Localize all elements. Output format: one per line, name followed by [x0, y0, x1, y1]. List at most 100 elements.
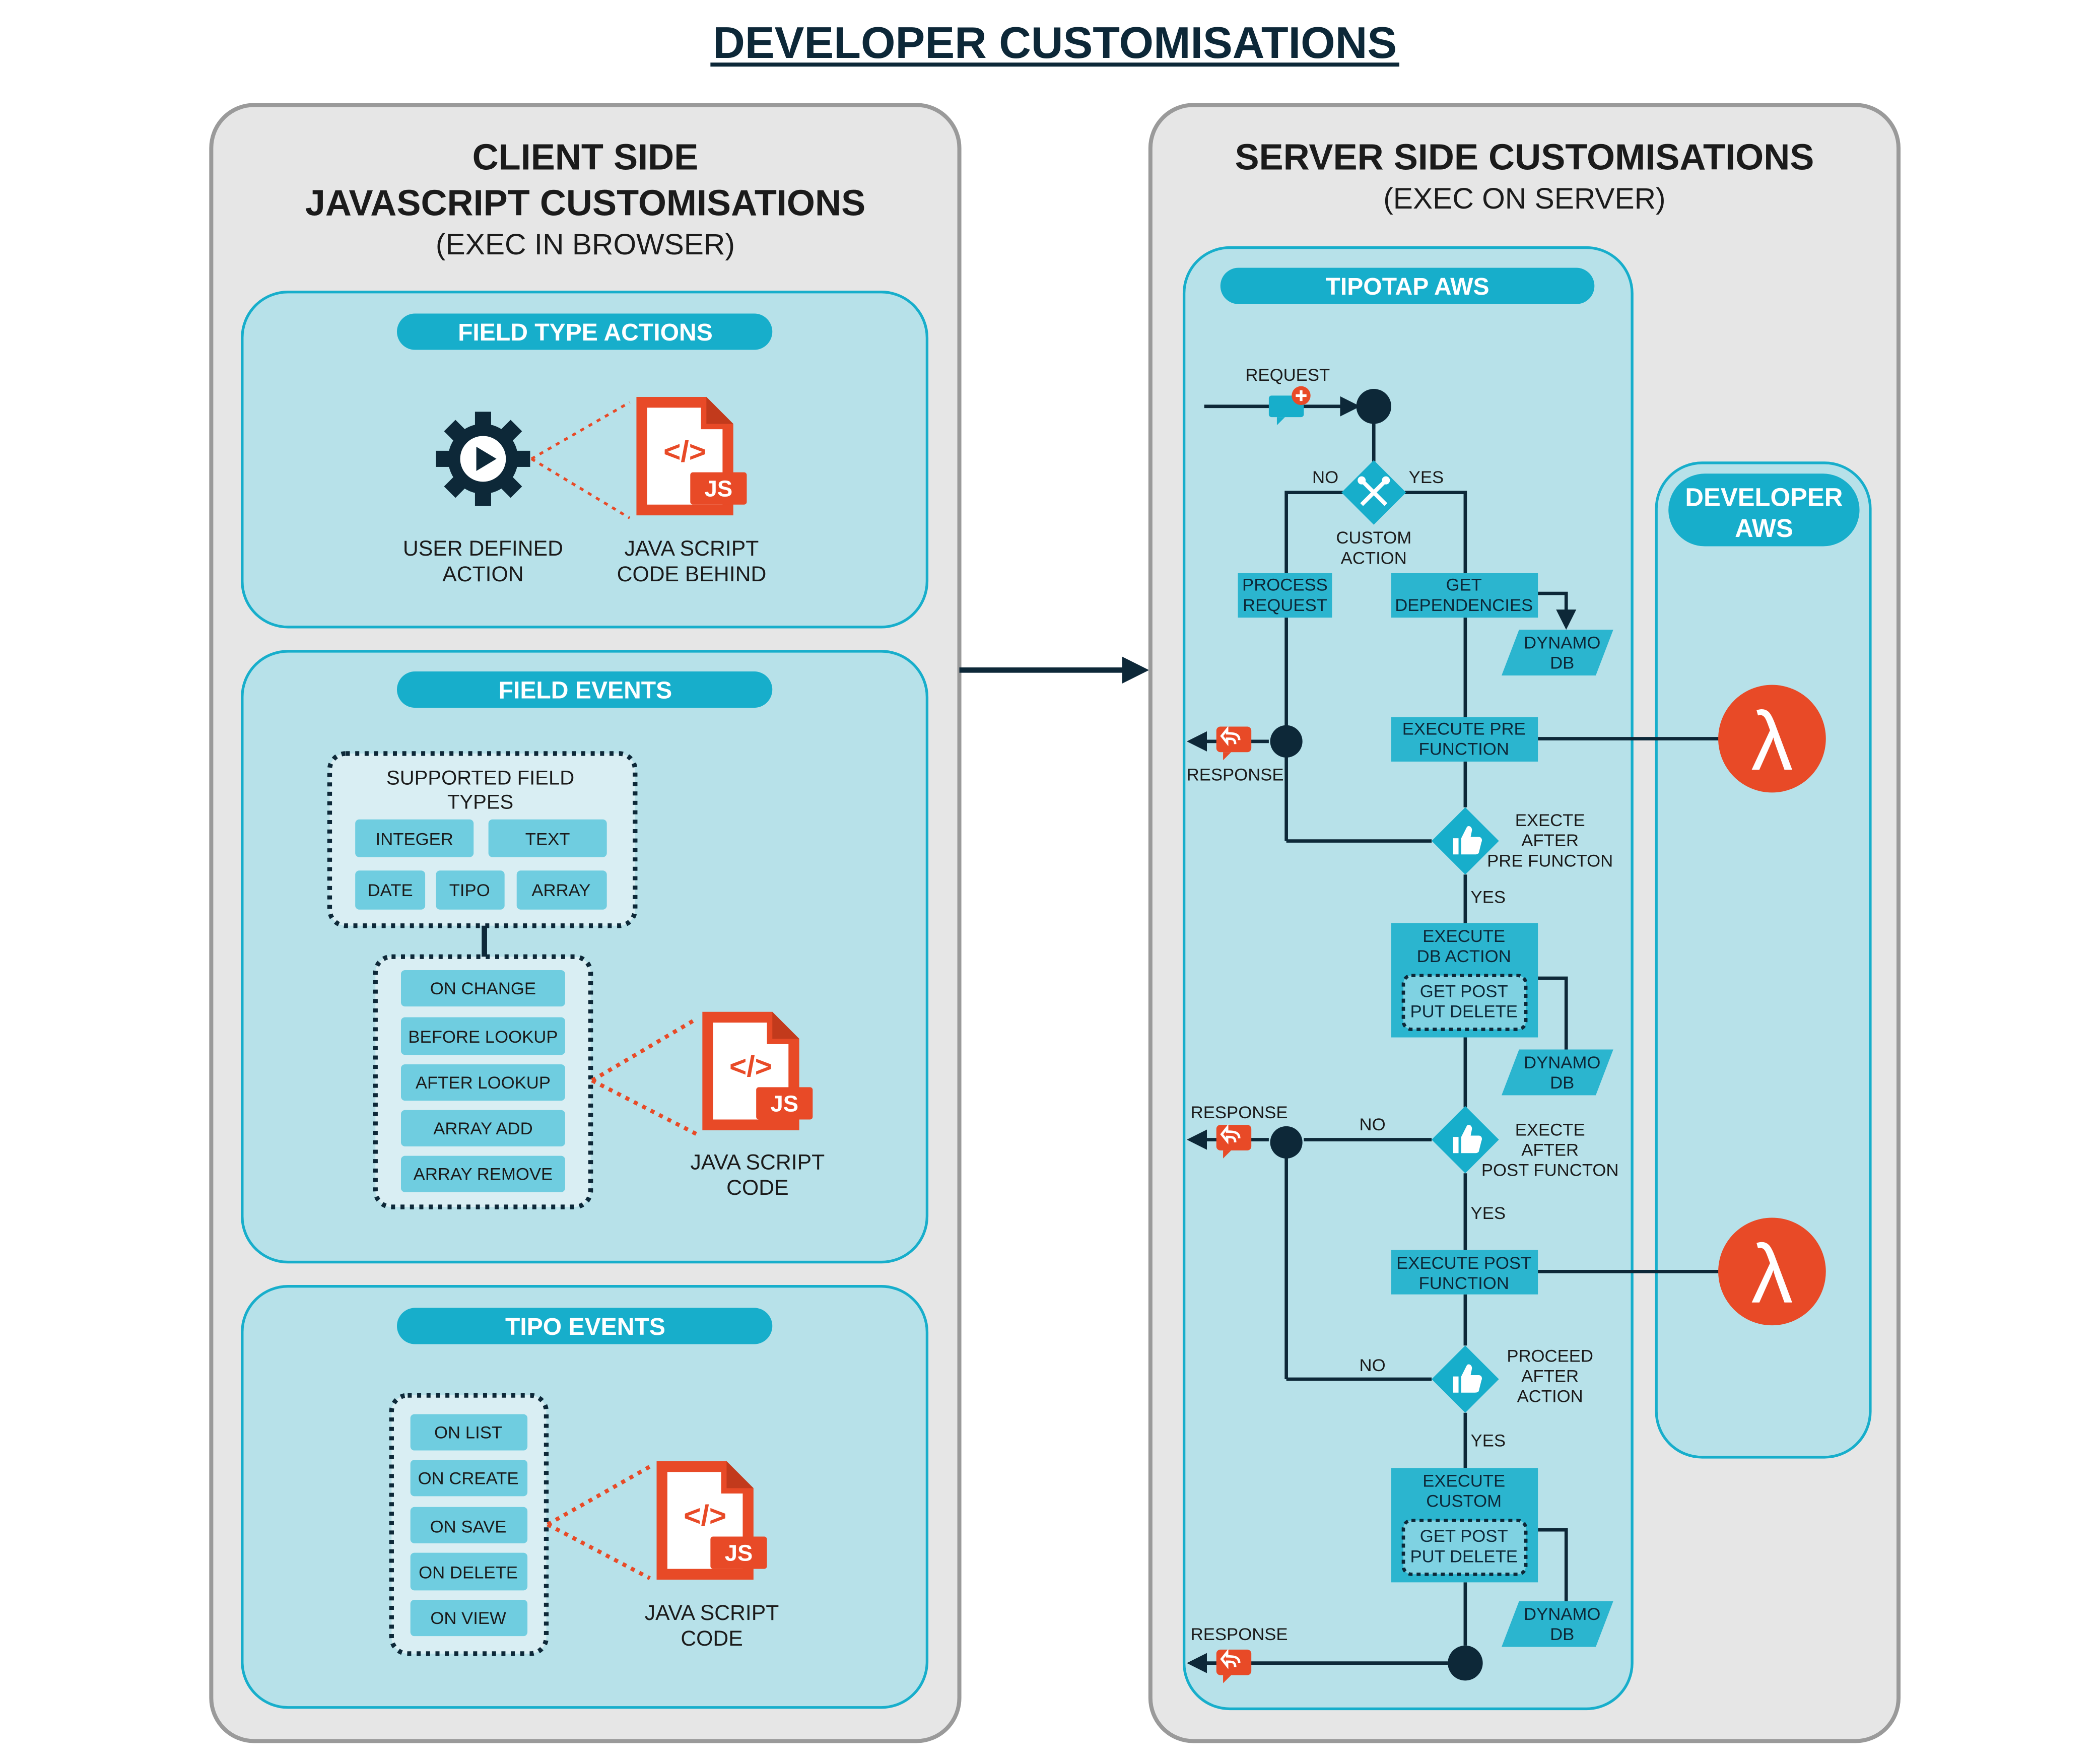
execute-db-line2: DB ACTION	[1417, 947, 1511, 966]
tipotap-aws-label: TIPOTAP AWS	[1326, 273, 1489, 300]
field-type-chip-label: ARRAY	[531, 881, 590, 900]
supported-field-types-title-line2: TYPES	[447, 791, 513, 813]
gear-play-icon	[436, 412, 530, 506]
proceed-line3: ACTION	[1517, 1387, 1583, 1406]
after-pre-line1: EXECTE	[1515, 811, 1585, 830]
after-pre-line2: AFTER	[1521, 831, 1579, 850]
crud-methods-box	[1401, 1519, 1528, 1576]
server-heading: SERVER SIDE CUSTOMISATIONS	[1235, 138, 1814, 178]
crud-methods-box	[1401, 974, 1528, 1031]
yes-label: YES	[1471, 1432, 1506, 1451]
dynamo-line2: DB	[1550, 1625, 1574, 1644]
dynamo-line2: DB	[1550, 1073, 1574, 1093]
event-chip	[410, 1507, 528, 1543]
after-post-line3: POST FUNCTON	[1481, 1161, 1619, 1180]
execute-custom-db-line1: EXECUTE	[1423, 1472, 1505, 1491]
dynamo-db-store	[1502, 1049, 1613, 1096]
get-dependencies-box	[1391, 573, 1538, 618]
response-label: RESPONSE	[1191, 1625, 1288, 1644]
developer-aws-label-line2: AWS	[1735, 514, 1793, 542]
js-code-behind-line2: CODE BEHIND	[617, 562, 767, 586]
user-defined-action-line2: ACTION	[442, 562, 523, 586]
field-type-chip	[355, 870, 426, 910]
tipo-events-pill	[396, 1308, 773, 1344]
javascript-file-icon: </> JS	[702, 1011, 813, 1130]
dotted-connector	[591, 1016, 698, 1082]
js-code-line2: CODE	[681, 1626, 742, 1651]
event-chip-label: ON LIST	[434, 1423, 502, 1443]
dotted-connector	[591, 1078, 698, 1136]
event-chip-label: ON VIEW	[430, 1609, 506, 1628]
after-post-line1: EXECTE	[1515, 1121, 1585, 1140]
crud-line1: GET POST	[1420, 1527, 1508, 1546]
event-chip	[401, 1110, 565, 1146]
developer-aws-pill	[1668, 473, 1860, 547]
supported-field-types-title-line1: SUPPORTED FIELD	[386, 767, 574, 789]
no-label: NO	[1312, 468, 1338, 487]
field-events-pill	[396, 671, 773, 708]
field-type-chip	[436, 870, 505, 910]
page-title: DEVELOPER CUSTOMISATIONS	[713, 18, 1397, 67]
dotted-connector	[530, 457, 631, 519]
js-code-line2: CODE	[726, 1176, 788, 1200]
code-glyph: </>	[729, 1050, 772, 1083]
tipo-events-list: ON LIST ON CREATE ON SAVE ON DELETE ON V…	[410, 1414, 528, 1637]
execute-post-function-box	[1391, 1250, 1538, 1295]
event-chip-label: ON CHANGE	[430, 979, 536, 998]
client-subheading: (EXEC IN BROWSER)	[436, 228, 735, 261]
yes-label: YES	[1409, 468, 1444, 487]
start-node	[1356, 389, 1391, 424]
execute-pre-line1: EXECUTE PRE	[1402, 720, 1526, 739]
field-events-list: ON CHANGE BEFORE LOOKUP AFTER LOOKUP ARR…	[401, 970, 565, 1192]
no-label: NO	[1360, 1115, 1386, 1134]
event-chip-label: BEFORE LOOKUP	[408, 1028, 558, 1047]
dynamo-line1: DYNAMO	[1524, 1053, 1600, 1072]
event-chip	[410, 1600, 528, 1637]
event-chip-label: ON CREATE	[418, 1469, 519, 1488]
dotted-connector	[547, 1522, 651, 1580]
event-chip	[401, 1064, 565, 1101]
client-heading-line2: JAVASCRIPT CUSTOMISATIONS	[305, 183, 865, 223]
event-chip-label: AFTER LOOKUP	[416, 1073, 551, 1093]
proceed-line2: AFTER	[1521, 1367, 1579, 1386]
js-code-line1: JAVA SCRIPT	[645, 1601, 779, 1625]
event-chip	[410, 1552, 528, 1591]
dynamo-db-store	[1502, 1601, 1613, 1647]
request-label: REQUEST	[1245, 366, 1330, 385]
dotted-connector	[547, 1465, 651, 1526]
junction-node	[1270, 725, 1303, 758]
server-subheading: (EXEC ON SERVER)	[1383, 182, 1665, 215]
crud-line1: GET POST	[1420, 982, 1508, 1001]
field-type-chip-label: INTEGER	[376, 830, 453, 849]
execute-db-line1: EXECUTE	[1423, 927, 1505, 946]
event-chip	[410, 1460, 528, 1497]
dynamo-db-store	[1502, 630, 1613, 675]
custom-action-line1: CUSTOM	[1336, 528, 1411, 548]
end-node	[1448, 1645, 1483, 1681]
custom-action-decision	[1341, 460, 1406, 525]
execute-post-line1: EXECUTE POST	[1396, 1254, 1531, 1273]
developer-aws-label-line1: DEVELOPER	[1685, 483, 1843, 511]
field-type-chip	[355, 819, 474, 857]
response-label: RESPONSE	[1187, 765, 1284, 784]
custom-action-line2: ACTION	[1341, 549, 1407, 568]
process-request-line1: PROCESS	[1242, 576, 1328, 595]
field-type-chip-label: DATE	[368, 881, 413, 900]
field-type-chip	[516, 870, 607, 910]
dynamo-line1: DYNAMO	[1524, 634, 1600, 653]
event-chip	[410, 1414, 528, 1451]
event-chip-label: ARRAY ADD	[433, 1119, 532, 1138]
request-icon	[1268, 386, 1311, 426]
code-glyph: </>	[663, 435, 706, 468]
event-chip	[401, 1156, 565, 1192]
event-chip-label: ON SAVE	[430, 1518, 507, 1537]
proceed-line1: PROCEED	[1507, 1346, 1593, 1366]
field-type-actions-pill	[396, 313, 773, 350]
js-badge: JS	[725, 1540, 753, 1566]
lambda-symbol: λ	[1751, 1228, 1793, 1321]
execute-post-line2: FUNCTION	[1419, 1274, 1509, 1293]
js-code-line1: JAVA SCRIPT	[691, 1150, 825, 1174]
response-label: RESPONSE	[1191, 1103, 1288, 1122]
